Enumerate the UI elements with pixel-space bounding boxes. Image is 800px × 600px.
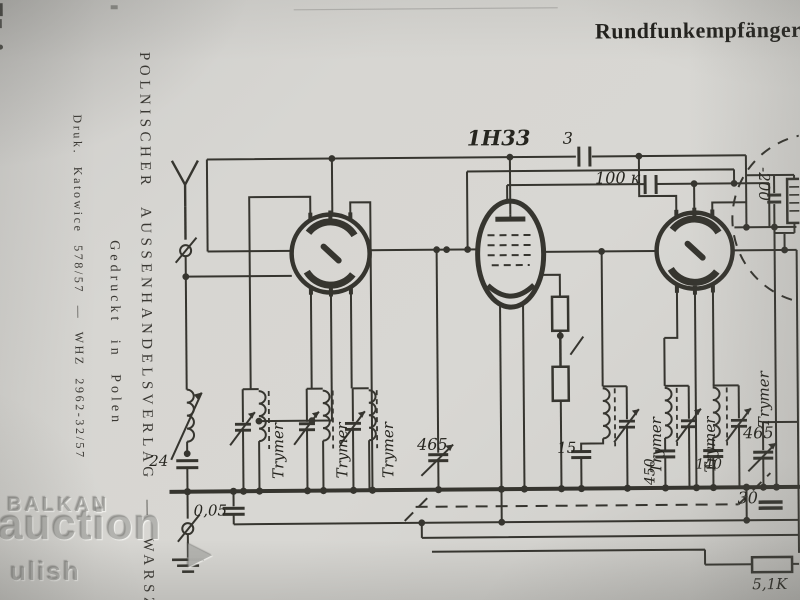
watermark-ulish: ulish [10,556,81,586]
cap-005-label: 0,05 [193,501,228,520]
input-branch [170,274,292,492]
if-465-left-label: 465 [417,434,448,454]
margin-printed-in-line: Gedruckt in Polen [106,240,123,427]
output-impedance-label: -200 [754,167,774,201]
trimmer-group-3 [339,387,379,491]
cap-30 [758,500,783,510]
page-title: Rundfunkempfänger [594,16,800,44]
tube2-symbol [654,207,735,295]
cap-15-label: 15 [557,438,577,457]
speaker-dashed-outline [731,132,800,305]
ground-icon [172,558,205,574]
trymer-label-1: Trymer [268,422,288,480]
ground-bus [169,484,800,494]
cap-3-label: 3 [562,128,573,148]
resistor-51k-label: 5,1K [752,574,788,594]
resistor-chain [550,295,585,489]
cap-24-label: 24 [149,451,169,470]
tube-1h33-symbol [475,198,657,523]
gang-link-dashed [404,472,772,522]
speaker-assembly [731,132,800,305]
if-465-right-label: 465 [742,423,774,443]
antenna-icon [170,160,199,240]
photo-artifacts [0,3,118,50]
trimmer-group-1 [229,388,271,492]
tube-1h33-label: 1H33 [466,124,531,151]
cap-30-label: 30 [737,488,758,508]
trymer-label-3: Trymer [378,422,398,479]
bottom-wiring [222,487,800,574]
page-edge-line [293,7,558,11]
trimmer-group-5 [655,337,702,488]
antenna-switch-icon [174,236,198,277]
trymer-label-2: Trymer [332,422,352,479]
cap-140-label: 140 [695,456,723,473]
trimmer-group-2 [293,387,335,491]
tube1-wiring [207,195,479,491]
tuning-cap-465-left [420,443,454,490]
trimmer-group-6 [703,384,752,488]
trimmer-group-4 [571,385,640,489]
margin-printer-line: Druk. Katowice 578/57 — WHZ 2962-32/57 [70,114,88,460]
grid-coupling-wire [506,174,771,228]
tuning-cap-465-right [747,420,798,488]
ground-branch [172,491,205,574]
resistor-51k-symbol [750,555,794,574]
junction-dots [182,152,789,527]
top-wires [205,146,748,252]
trymer-label-6: Trymer [754,371,774,428]
cap-100k-label: 100 к [594,168,641,188]
watermark-play-icon: ▶ [188,537,212,570]
watermark-balkan: BALKAN [7,494,110,516]
tube1-symbol [289,210,372,297]
watermark-auction: auction [0,500,162,549]
cap-450-label: 450 [642,458,659,486]
